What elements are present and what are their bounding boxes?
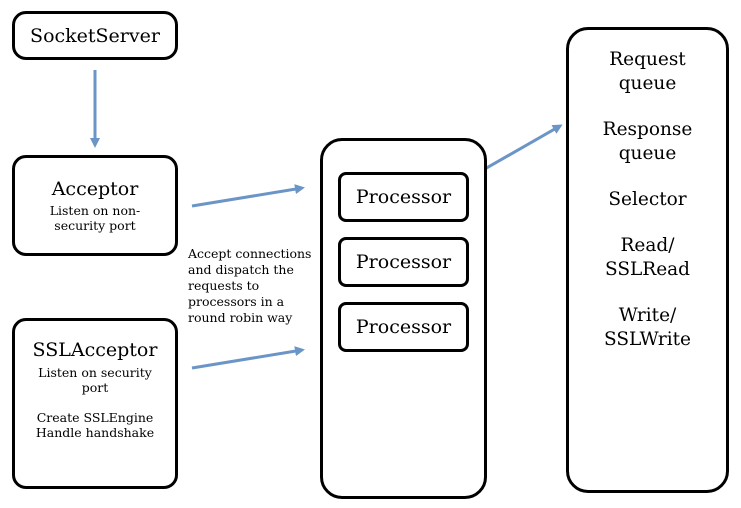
request-queue-line-2: queue xyxy=(618,73,677,94)
processor-box: Processor xyxy=(338,237,469,287)
caption-line-5: round robin way xyxy=(188,310,293,325)
sslacceptor-desc-line-1: Listen on security xyxy=(38,365,152,380)
sslacceptor-box: SSLAcceptor Listen on security port Crea… xyxy=(12,318,178,489)
sslacceptor-desc-line-2: port xyxy=(81,380,109,395)
response-queue-line-2: queue xyxy=(618,143,677,164)
write-item: Write/ SSLWrite xyxy=(569,304,726,352)
dispatch-caption: Accept connections and dispatch the requ… xyxy=(188,246,318,326)
caption-line-1: Accept connections xyxy=(188,246,312,261)
caption-line-3: requests to xyxy=(188,278,260,293)
acceptor-desc-line-2: security port xyxy=(54,218,136,233)
write-line-1: Write/ xyxy=(618,305,677,326)
processor-box: Processor xyxy=(338,302,469,352)
acceptor-desc-line-1: Listen on non- xyxy=(49,203,141,218)
write-line-2: SSLWrite xyxy=(603,329,692,350)
processor-label: Processor xyxy=(355,186,452,208)
acceptor-title: Acceptor xyxy=(51,178,139,200)
socketserver-box: SocketServer xyxy=(12,11,178,60)
processor-label: Processor xyxy=(355,316,452,338)
queues-panel: Request queue Response queue Selector Re… xyxy=(566,27,729,493)
response-queue-line-1: Response xyxy=(602,119,693,140)
selector-label: Selector xyxy=(608,189,687,210)
caption-line-4: processors in a xyxy=(188,294,285,309)
response-queue-item: Response queue xyxy=(569,118,726,166)
sslacceptor-desc-line-4: Handle handshake xyxy=(35,425,155,440)
selector-item: Selector xyxy=(569,188,726,212)
processor-label: Processor xyxy=(355,251,452,273)
acceptor-box: Acceptor Listen on non- security port xyxy=(12,155,178,256)
arrow-acceptor-to-processors xyxy=(191,184,305,208)
caption-line-2: and dispatch the xyxy=(188,262,294,277)
read-line-1: Read/ xyxy=(620,235,675,256)
sslacceptor-title: SSLAcceptor xyxy=(32,339,158,361)
socketserver-title: SocketServer xyxy=(30,24,160,47)
read-line-2: SSLRead xyxy=(604,259,691,280)
read-item: Read/ SSLRead xyxy=(569,234,726,282)
request-queue-item: Request queue xyxy=(569,48,726,96)
processor-box: Processor xyxy=(338,172,469,222)
sslacceptor-desc-line-3: Create SSLEngine xyxy=(36,410,154,425)
arrow-sslacceptor-to-processors xyxy=(191,346,305,370)
request-queue-line-1: Request xyxy=(609,49,686,70)
